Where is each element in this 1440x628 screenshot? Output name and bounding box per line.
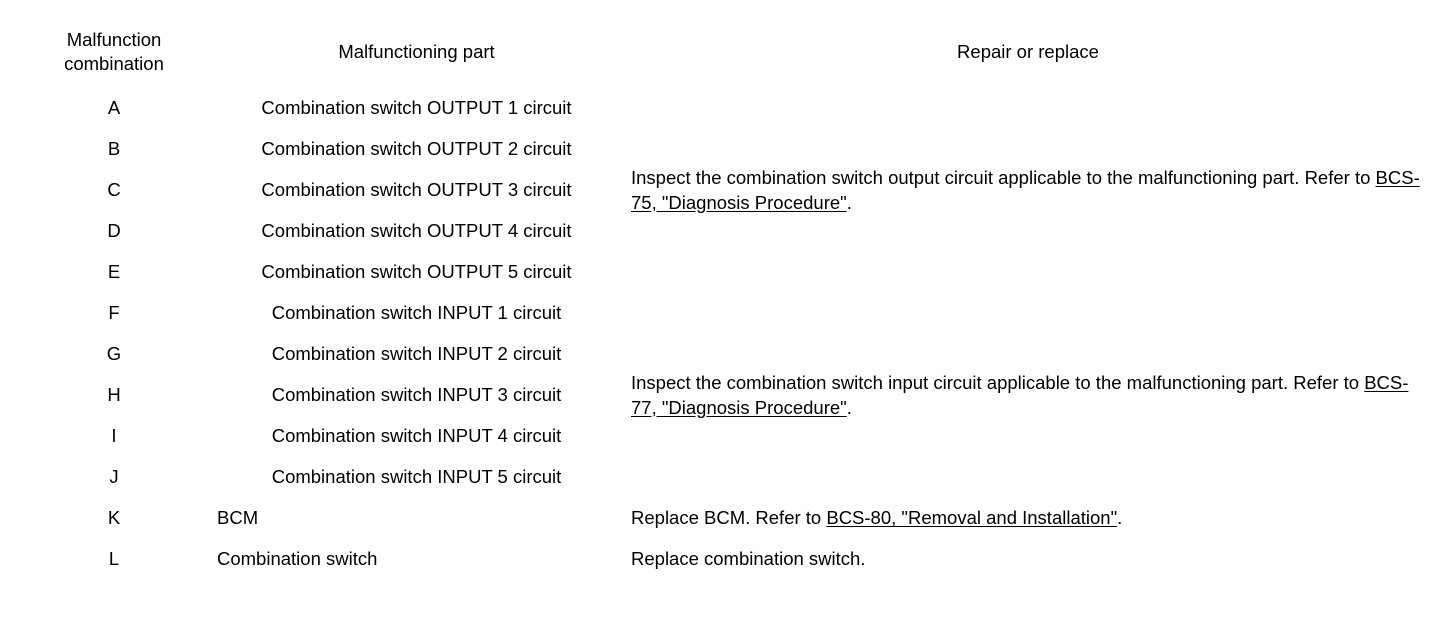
header-repair-or-replace: Repair or replace — [957, 40, 1099, 62]
cell-code: I — [111, 425, 117, 447]
cell-part: Combination switch OUTPUT 3 circuit — [261, 179, 572, 201]
header-malfunction-combination-line1: Malfunction — [66, 28, 162, 50]
cell-part: Combination switch OUTPUT 5 circuit — [261, 261, 572, 283]
cell-part: Combination switch INPUT 2 circuit — [271, 343, 562, 365]
cell-repair-combination-switch: Replace combination switch. — [631, 539, 1425, 580]
cell-part: BCM — [217, 507, 259, 529]
repair-text-output-pre: Inspect the combination switch output ci… — [631, 167, 1376, 189]
cell-code: L — [108, 548, 120, 570]
cell-code: D — [107, 220, 121, 242]
cell-part: Combination switch OUTPUT 4 circuit — [261, 220, 572, 242]
repair-text-bcm: Replace BCM. Refer to BCS-80, "Removal a… — [631, 506, 1425, 530]
cell-part: Combination switch OUTPUT 2 circuit — [261, 138, 572, 160]
table-row: A Combination switch OUTPUT 1 circuit In… — [26, 88, 1425, 212]
repair-text-combination-switch-pre: Replace combination switch. — [631, 548, 866, 570]
cell-code: H — [107, 384, 121, 406]
repair-text-bcm-post: . — [1117, 507, 1123, 529]
cell-code: J — [109, 466, 119, 488]
repair-text-output-post: . — [846, 191, 852, 213]
cell-part: Combination switch — [217, 548, 378, 570]
xref-link-bcs-80[interactable]: BCS-80, "Removal and Installation" — [826, 507, 1118, 529]
xref-link-bcs-77[interactable]: BCS-77, "Diagnosis Procedure" — [631, 372, 1409, 418]
repair-text-input: Inspect the combination switch input cir… — [631, 371, 1425, 420]
table-row: I Combination switch INPUT 4 circuit — [26, 416, 1425, 457]
repair-text-input-post: . — [846, 396, 852, 418]
table-row: F Combination switch INPUT 1 circuit Ins… — [26, 293, 1425, 417]
cell-part: Combination switch OUTPUT 1 circuit — [261, 97, 572, 119]
table-body: A Combination switch OUTPUT 1 circuit In… — [26, 88, 1425, 580]
cell-code: C — [107, 179, 121, 201]
cell-part: Combination switch INPUT 4 circuit — [271, 425, 562, 447]
repair-text-combination-switch: Replace combination switch. — [631, 547, 1425, 571]
table-row: J Combination switch INPUT 5 circuit — [26, 457, 1425, 498]
table-row: H Combination switch INPUT 3 circuit — [26, 375, 1425, 416]
table-row: B Combination switch OUTPUT 2 circuit — [26, 129, 1425, 170]
cell-repair-bcm: Replace BCM. Refer to BCS-80, "Removal a… — [631, 498, 1425, 539]
table-row: E Combination switch OUTPUT 5 circuit — [26, 252, 1425, 293]
header-malfunctioning-part: Malfunctioning part — [338, 40, 495, 62]
repair-text-output: Inspect the combination switch output ci… — [631, 166, 1425, 215]
header-row: Malfunction combination Malfunctioning p… — [26, 16, 1425, 88]
cell-part: Combination switch INPUT 1 circuit — [271, 302, 562, 324]
cell-code: G — [106, 343, 122, 365]
header-malfunction-combination: Malfunction combination — [26, 16, 202, 88]
cell-repair-output-group: Inspect the combination switch output ci… — [631, 88, 1425, 293]
cell-part: Combination switch INPUT 5 circuit — [271, 466, 562, 488]
table-header: Malfunction combination Malfunctioning p… — [26, 16, 1425, 88]
repair-text-input-pre: Inspect the combination switch input cir… — [631, 372, 1365, 394]
table-row: D Combination switch OUTPUT 4 circuit — [26, 211, 1425, 252]
cell-code: B — [107, 138, 121, 160]
cell-code: K — [107, 507, 121, 529]
cell-code: E — [107, 261, 121, 283]
cell-repair-input-group: Inspect the combination switch input cir… — [631, 293, 1425, 498]
cell-part: Combination switch INPUT 3 circuit — [271, 384, 562, 406]
repair-text-bcm-pre: Replace BCM. Refer to — [631, 507, 827, 529]
table-row: L Combination switch Replace combination… — [26, 539, 1425, 580]
cell-code: F — [108, 302, 120, 324]
table-row: K BCM Replace BCM. Refer to BCS-80, "Rem… — [26, 498, 1425, 539]
table-row: G Combination switch INPUT 2 circuit — [26, 334, 1425, 375]
cell-code: A — [107, 97, 121, 119]
xref-link-bcs-75[interactable]: BCS-75, "Diagnosis Procedure" — [631, 167, 1420, 213]
table-row: C Combination switch OUTPUT 3 circuit — [26, 170, 1425, 211]
header-malfunction-combination-line2: combination — [64, 53, 164, 74]
dtc-malfunction-table: Malfunction combination Malfunctioning p… — [26, 16, 1425, 580]
